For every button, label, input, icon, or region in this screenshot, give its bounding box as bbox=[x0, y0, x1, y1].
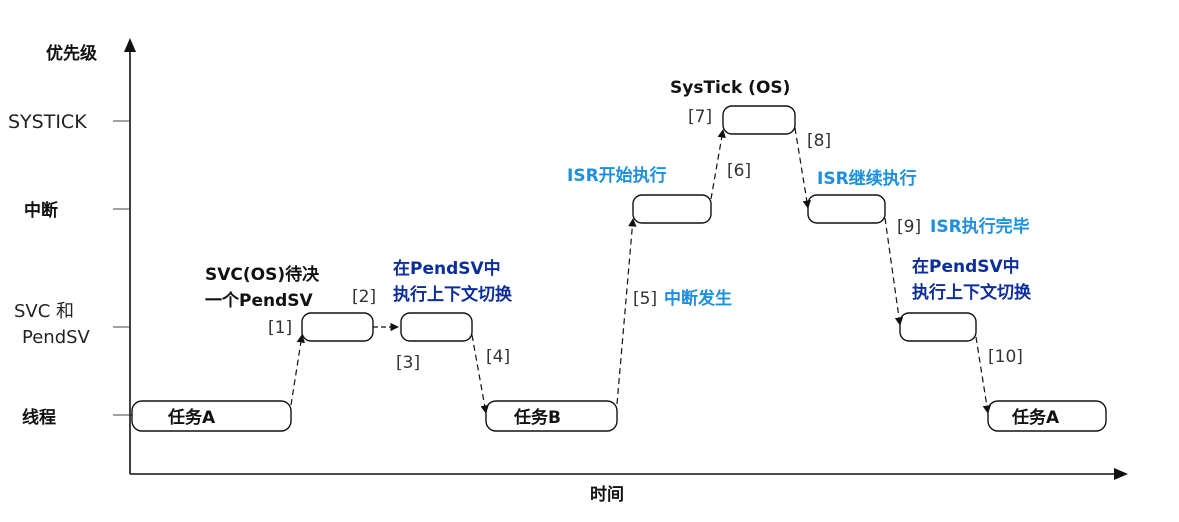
systick-box bbox=[722, 105, 796, 135]
step-label-8: [8] bbox=[807, 131, 831, 151]
arrow-step-8 bbox=[794, 127, 811, 209]
task-b-box bbox=[485, 400, 618, 432]
x-axis-title: 时间 bbox=[590, 484, 624, 505]
x-axis-arrowhead bbox=[1114, 468, 1128, 480]
step-label-6: [6] bbox=[727, 161, 751, 181]
step-label-9: [9] bbox=[897, 217, 921, 237]
task-a-end-label: 任务A bbox=[1011, 407, 1060, 428]
step-label-10: [10] bbox=[988, 347, 1023, 367]
task-a-start-box bbox=[131, 400, 292, 432]
pendsv-box-1 bbox=[400, 312, 473, 342]
svc-box bbox=[301, 312, 374, 342]
step-label-2: [2] bbox=[352, 287, 376, 307]
y-axis-arrowhead bbox=[124, 38, 136, 52]
arrow-step-9 bbox=[884, 217, 904, 326]
step-label-4: [4] bbox=[486, 347, 510, 367]
step-label-7: [7] bbox=[688, 107, 712, 127]
arrow-step-1 bbox=[290, 334, 305, 406]
annotation-isr-continue: ISR继续执行 bbox=[817, 168, 917, 189]
task-a-start-label: 任务A bbox=[167, 407, 216, 428]
annotation-svc-wait-1: SVC(OS)待决 bbox=[205, 264, 320, 285]
pendsv-box-2 bbox=[899, 312, 977, 342]
annotation-svc-wait-2: 一个PendSV bbox=[205, 290, 314, 311]
annotation-irq-occurs: 中断发生 bbox=[664, 288, 732, 309]
level-label-thread: 线程 bbox=[22, 407, 56, 428]
level-label-pendsv: PendSV bbox=[22, 327, 91, 348]
annotation-isr-done: ISR执行完毕 bbox=[930, 216, 1030, 237]
level-label-systick: SYSTICK bbox=[8, 111, 87, 133]
annotation-isr-start: ISR开始执行 bbox=[567, 165, 667, 186]
level-label-svc: SVC 和 bbox=[14, 301, 74, 322]
arrow-step-5 bbox=[616, 218, 637, 405]
y-axis-title: 优先级 bbox=[46, 43, 97, 64]
annotation-pendsv-switch-2-line1: 在PendSV中 bbox=[912, 256, 1020, 277]
task-a-end-box bbox=[987, 400, 1107, 432]
step-label-3: [3] bbox=[396, 353, 420, 373]
level-label-interrupt: 中断 bbox=[24, 200, 58, 221]
step-label-1: [1] bbox=[268, 318, 292, 338]
annotation-pendsv-switch-2-line2: 执行上下文切换 bbox=[912, 282, 1032, 303]
annotation-pendsv-switch-1-line2: 执行上下文切换 bbox=[393, 284, 513, 305]
step-label-5: [5] bbox=[633, 289, 657, 309]
arrow-step-6 bbox=[710, 129, 726, 200]
arrow-step-10 bbox=[975, 336, 991, 414]
systick-os-label: SysTick (OS) bbox=[670, 78, 790, 98]
annotation-pendsv-switch-1-line1: 在PendSV中 bbox=[393, 258, 501, 279]
isr-box-1 bbox=[632, 194, 712, 224]
isr-box-2 bbox=[807, 194, 886, 224]
task-b-label: 任务B bbox=[513, 407, 561, 428]
arrow-step-4 bbox=[471, 334, 489, 414]
